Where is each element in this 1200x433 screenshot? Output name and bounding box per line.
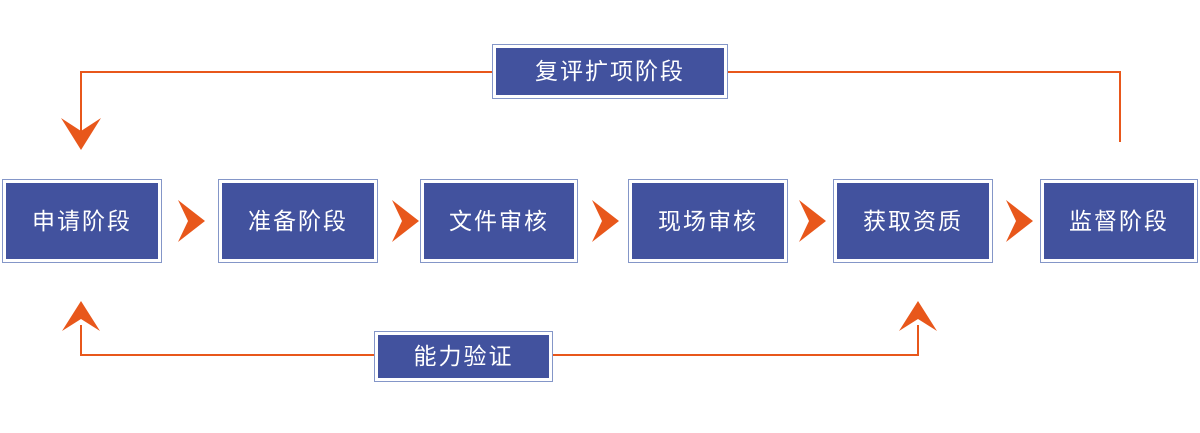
stage-box-onsite-review[interactable]: 现场审核: [628, 179, 788, 263]
chevron-arrow-4-icon: [797, 198, 827, 244]
top-loop-line-right: [727, 71, 1121, 73]
top-loop-line-vertical-left: [80, 71, 82, 137]
chevron-arrow-3-icon: [590, 198, 620, 244]
top-loop-line-left: [81, 71, 493, 73]
stage-box-document-review[interactable]: 文件审核: [420, 179, 578, 263]
chevron-arrow-1-icon: [176, 198, 206, 244]
loop-box-reassessment[interactable]: 复评扩项阶段: [492, 44, 728, 99]
stage-label-document-review: 文件审核: [449, 207, 549, 234]
stage-label-onsite-review: 现场审核: [658, 207, 758, 234]
stage-box-application[interactable]: 申请阶段: [2, 179, 162, 263]
stage-label-preparation: 准备阶段: [248, 207, 348, 234]
bottom-loop-arrowhead-up-left: [62, 301, 100, 331]
stage-box-obtain-qualification[interactable]: 获取资质: [833, 179, 993, 263]
bottom-loop-arrowhead-up-right: [899, 301, 937, 331]
bottom-loop-line-right: [552, 354, 919, 356]
loop-box-proficiency-testing[interactable]: 能力验证: [374, 331, 553, 382]
stage-label-supervision: 监督阶段: [1069, 207, 1169, 234]
bottom-loop-line-vertical-right: [917, 325, 919, 355]
chevron-arrow-2-icon: [390, 198, 420, 244]
top-loop-arrowhead-down: [61, 118, 101, 150]
stage-label-application: 申请阶段: [32, 207, 132, 234]
bottom-loop-line-left: [80, 354, 375, 356]
stage-label-obtain-qualification: 获取资质: [863, 207, 963, 234]
stage-box-preparation[interactable]: 准备阶段: [218, 179, 378, 263]
top-loop-line-vertical-right: [1119, 71, 1121, 142]
loop-box-proficiency-testing-label: 能力验证: [413, 343, 514, 369]
bottom-loop-line-vertical-left: [80, 325, 82, 355]
stage-box-supervision[interactable]: 监督阶段: [1040, 179, 1198, 263]
chevron-arrow-5-icon: [1004, 198, 1034, 244]
loop-box-reassessment-label: 复评扩项阶段: [535, 58, 685, 84]
